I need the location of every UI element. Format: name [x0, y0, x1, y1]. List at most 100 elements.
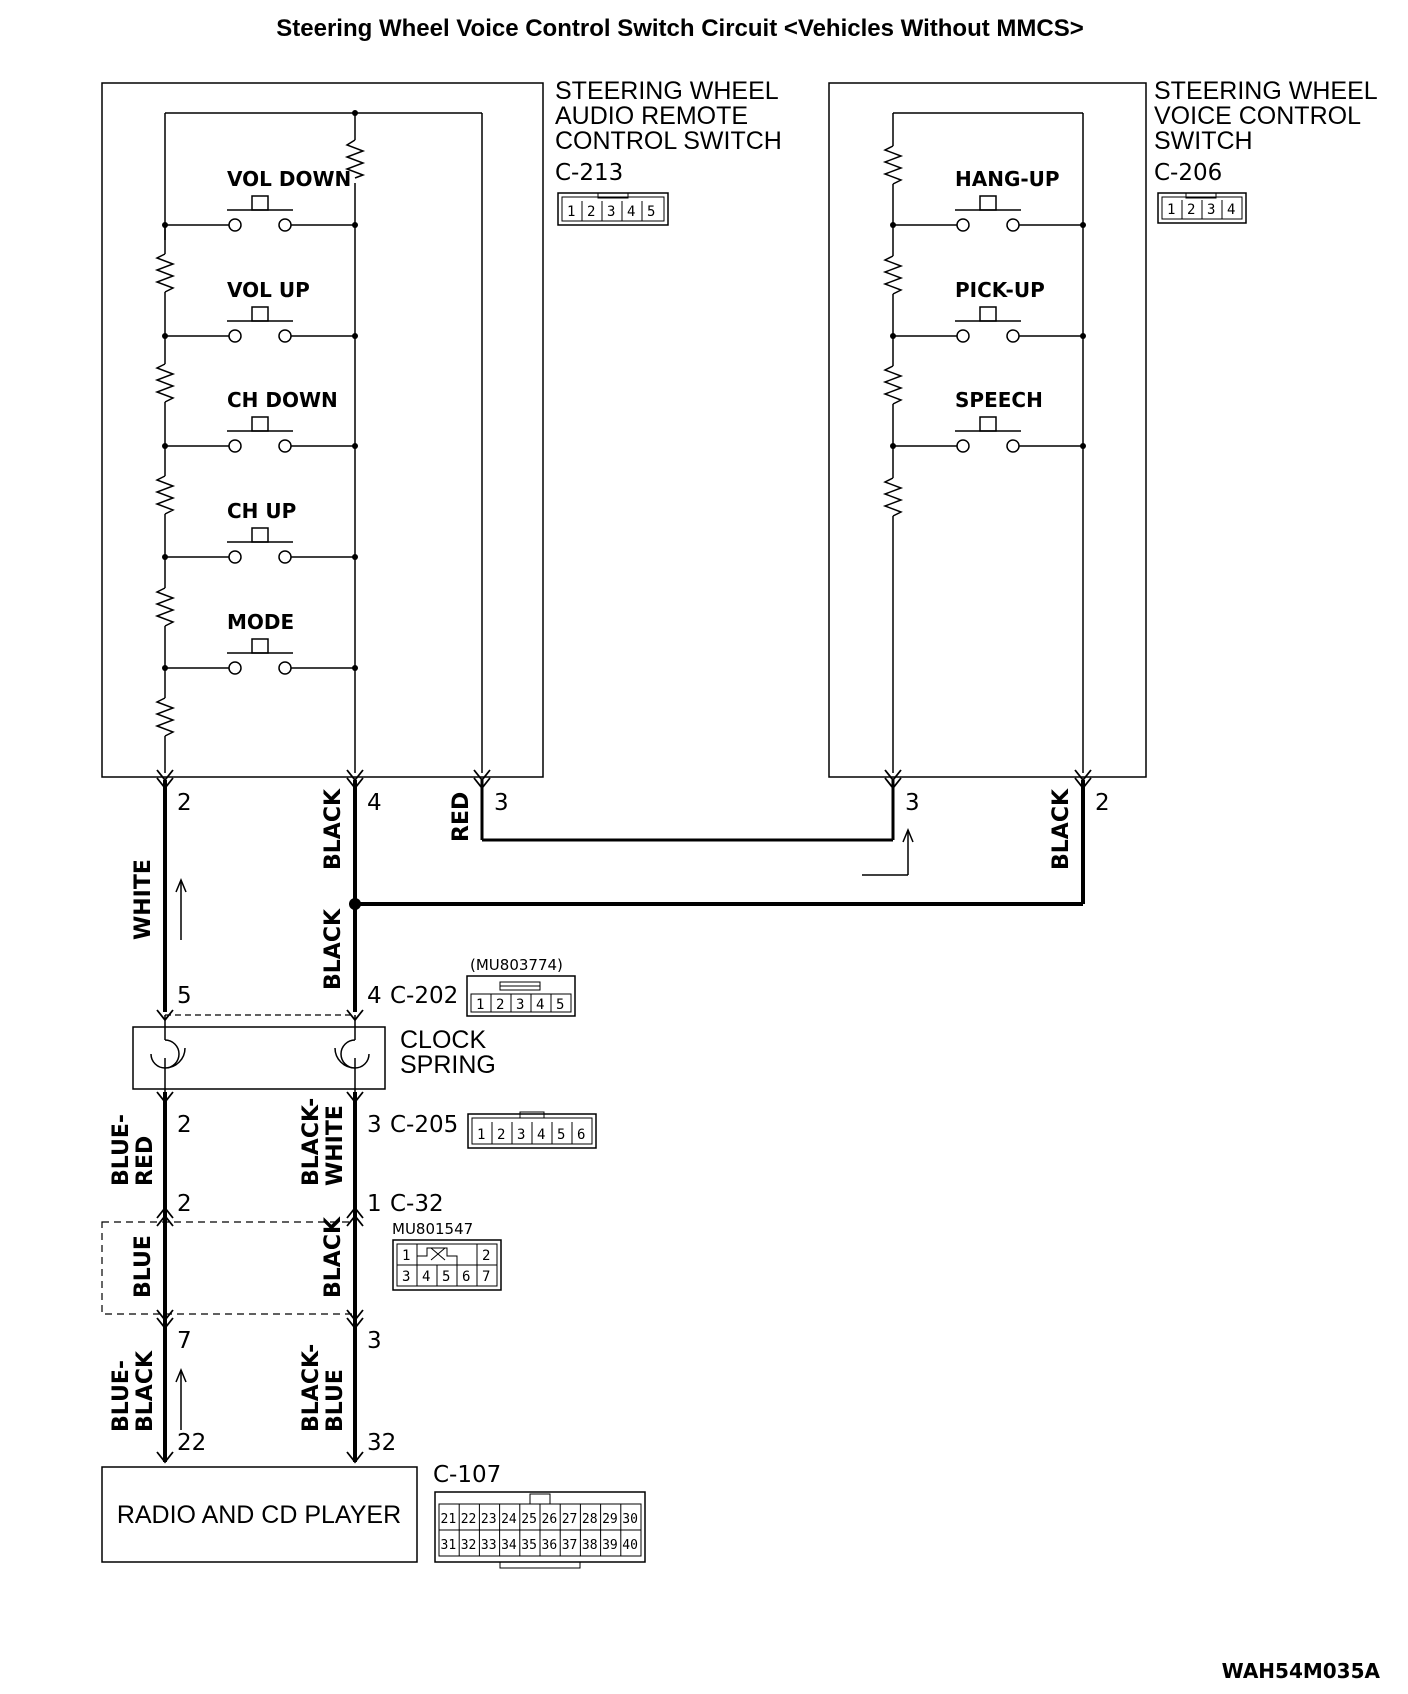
wire-label-black-1: BLACK: [321, 788, 346, 870]
c107-pin-25: 25: [521, 1512, 537, 1527]
c205-pin-right: 3: [367, 1112, 382, 1138]
clock-spring: [132, 1015, 386, 1092]
wire-label-blue-red-1: BLUE-: [109, 1114, 134, 1186]
c213-pin-5: 5: [647, 204, 655, 220]
c32-pin-1: 1: [402, 1248, 410, 1264]
clock-spring-name-line2: SPRING: [400, 1051, 496, 1079]
c213-connector-face: 1 2 3 4 5: [557, 192, 669, 226]
c32-pin-left-bottom: 7: [177, 1328, 192, 1354]
voice-pin-3: 3: [905, 790, 920, 816]
voice-switch-connector-label: C-206: [1154, 160, 1222, 186]
audio-pin-3: 3: [494, 790, 509, 816]
switch-label-pick-up: PICK-UP: [955, 278, 1045, 302]
c213-pin-1: 1: [567, 204, 575, 220]
pin-chevrons: [156, 769, 1092, 1464]
rung-ch-down: [165, 416, 355, 453]
c32-pin-3: 3: [402, 1269, 410, 1285]
radio-name: RADIO AND CD PLAYER: [117, 1501, 401, 1529]
rung-vol-down: [165, 195, 355, 232]
c107-pin-29: 29: [602, 1512, 618, 1527]
switch-label-mode: MODE: [227, 610, 294, 634]
c213-pin-2: 2: [587, 204, 595, 220]
wire-label-blue-red-2: RED: [133, 1136, 158, 1186]
c107-pin-30: 30: [622, 1512, 638, 1527]
c32-pin-right-top: 1: [367, 1191, 382, 1217]
c32-pin-left-top: 2: [177, 1191, 192, 1217]
c107-pin-34: 34: [501, 1538, 517, 1553]
c205-pin-1: 1: [477, 1127, 485, 1143]
c32-part-number: MU801547: [392, 1220, 473, 1238]
c32-label: C-32: [390, 1191, 444, 1217]
c107-pin-26: 26: [542, 1512, 558, 1527]
harness-wires: [163, 780, 1085, 1462]
wire-label-black-white-1: BLACK-: [299, 1098, 324, 1186]
c107-pin-37: 37: [562, 1538, 578, 1553]
wire-label-black-3: BLACK: [321, 1216, 346, 1298]
c205-pin-left: 2: [177, 1112, 192, 1138]
voice-switch-name-line1: STEERING WHEEL: [1154, 77, 1378, 105]
black-splice-point: [349, 898, 361, 910]
c107-pin-40: 40: [622, 1538, 638, 1553]
rung-pick-up: [893, 306, 1083, 343]
c202-pin-4: 4: [536, 997, 544, 1013]
rung-vol-up: [165, 306, 355, 343]
voice-switch-name-line3: SWITCH: [1154, 127, 1253, 155]
c107-pin-28: 28: [582, 1512, 598, 1527]
audio-switch-box: [101, 82, 544, 778]
voice-junction-dots: [890, 222, 1086, 449]
audio-ladder-resistors: [154, 225, 176, 773]
wire-label-blue: BLUE: [131, 1235, 156, 1298]
c205-label: C-205: [390, 1112, 458, 1138]
c107-pin-36: 36: [542, 1538, 558, 1553]
c205-pin-5: 5: [557, 1127, 565, 1143]
voice-switch-name-line2: VOICE CONTROL: [1154, 102, 1361, 130]
c202-pin-right: 4: [367, 983, 382, 1009]
c202-pin-2: 2: [496, 997, 504, 1013]
c32-dashed-box: [101, 1221, 356, 1315]
c107-pin-27: 27: [562, 1512, 578, 1527]
radio-box: [101, 1466, 418, 1563]
wire-label-blue-black-2: BLACK: [133, 1350, 158, 1432]
c202-connector-face: 1 2 3 4 5: [466, 975, 576, 1017]
audio-junction-dots: [162, 110, 358, 671]
wire-label-blue-black-1: BLUE-: [109, 1360, 134, 1432]
c206-pin-3: 3: [1207, 202, 1215, 218]
c32-pin-7: 7: [482, 1269, 490, 1285]
c202-pin-3: 3: [516, 997, 524, 1013]
rung-ch-up: [165, 527, 355, 564]
c32-pin-2: 2: [482, 1248, 490, 1264]
audio-switch-name-line2: AUDIO REMOTE: [555, 102, 748, 130]
wire-label-black-blue-2: BLUE: [323, 1369, 348, 1432]
voice-switch-box: [828, 82, 1147, 778]
wire-label-black-voice: BLACK: [1049, 788, 1074, 870]
c107-pin-33: 33: [481, 1538, 497, 1553]
clock-spring-box: [132, 1026, 386, 1090]
rung-mode: [165, 638, 355, 675]
diagram-code: WAH54M035A: [1222, 1659, 1381, 1683]
c205-pin-3: 3: [517, 1127, 525, 1143]
audio-remote-switch: [101, 82, 544, 778]
c107-pin-39: 39: [602, 1538, 618, 1553]
audio-switch-connector-label: C-213: [555, 160, 623, 186]
c107-pin-21: 21: [441, 1512, 457, 1527]
c206-pin-2: 2: [1187, 202, 1195, 218]
wire-label-white: WHITE: [131, 859, 156, 940]
switch-label-hang-up: HANG-UP: [955, 167, 1060, 191]
c32-pin-5: 5: [442, 1269, 450, 1285]
c32-pin-right-bottom: 3: [367, 1328, 382, 1354]
switch-label-vol-down: VOL DOWN: [227, 167, 351, 191]
c32-connector-face: 1 2 3 4 5 6 7: [392, 1239, 502, 1291]
c202-pin-1: 1: [476, 997, 484, 1013]
c206-pin-1: 1: [1167, 202, 1175, 218]
c107-pin-38: 38: [582, 1538, 598, 1553]
radio-pin-32: 32: [367, 1430, 396, 1456]
c32-pin-4: 4: [422, 1269, 430, 1285]
c202-pin-left: 5: [177, 983, 192, 1009]
c213-pin-4: 4: [627, 204, 635, 220]
radio-connector-label: C-107: [433, 1462, 501, 1488]
current-flow-arrows: [175, 828, 914, 1430]
c107-pin-35: 35: [521, 1538, 537, 1553]
switch-label-vol-up: VOL UP: [227, 278, 310, 302]
